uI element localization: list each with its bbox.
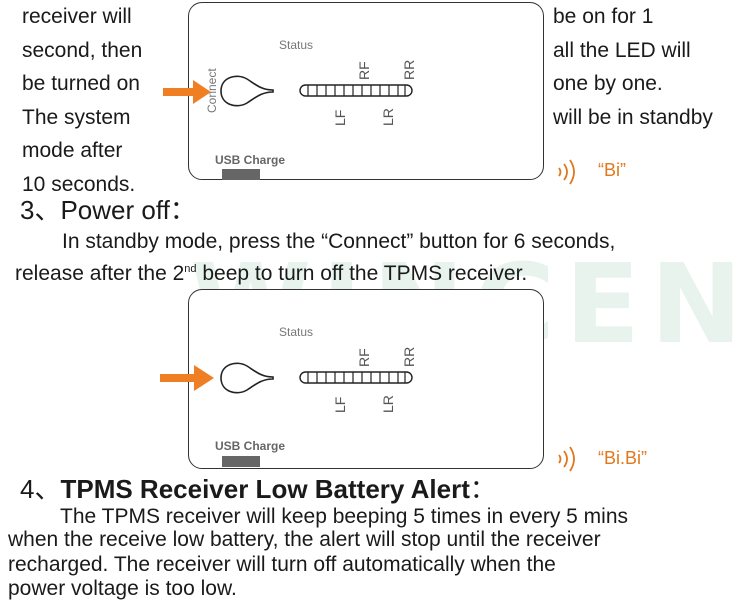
led-label-rr: RR: [401, 59, 417, 80]
usb-charge-label: USB Charge: [215, 439, 286, 453]
status-label: Status: [279, 325, 314, 339]
section3-line2-pre: release after the 2: [15, 262, 185, 285]
section4-para-line: power voltage is too low.: [8, 577, 237, 600]
receiver-diagram-1: Status Connect LF RF LR RR USB Charge: [188, 2, 544, 180]
led-label-lr: LR: [380, 395, 396, 413]
led-label-rf: RF: [356, 348, 372, 367]
section4-heading: 4、TPMS Receiver Low Battery Alert：: [20, 474, 496, 504]
right-line: be on for 1: [553, 5, 654, 28]
sound-wave-icon: [558, 446, 575, 472]
connect-button-icon: [220, 75, 274, 107]
section3-line1: In standby mode, press the “Connect” but…: [62, 230, 616, 253]
led-label-rf: RF: [356, 61, 372, 80]
section4-para-line: recharged. The receiver will turn off au…: [8, 553, 556, 576]
led-label-lf: LF: [332, 109, 348, 126]
section4-para-line: when the receive low battery, the alert …: [8, 528, 601, 551]
left-line: mode after: [22, 139, 123, 162]
led-label-lf: LF: [332, 396, 348, 413]
section4-heading-colon: ：: [469, 474, 496, 504]
sound-wave-icon: [558, 159, 575, 185]
right-line: one by one.: [553, 72, 663, 95]
left-line: second, then: [22, 38, 143, 62]
arrow-right-icon: [160, 365, 214, 391]
led-bar: [299, 84, 413, 97]
right-column-text: be on for 1 all the LED will one by one.…: [553, 0, 713, 134]
left-line: 10 seconds.: [22, 172, 136, 196]
receiver-diagram-2: Status LF RF LR RR USB Charge: [188, 289, 544, 469]
right-line: all the LED will: [553, 38, 691, 62]
connect-button-icon: [220, 362, 274, 394]
section3-line2-post: beep to turn off the TPMS receiver.: [196, 262, 528, 285]
sound-label-bi: “Bi”: [598, 160, 626, 180]
status-label: Status: [279, 38, 314, 52]
section3-line2: release after the 2nd beep to turn off t…: [15, 262, 527, 286]
left-line: be turned on: [22, 72, 140, 95]
arrow-right-icon: [163, 80, 211, 104]
led-label-lr: LR: [380, 108, 396, 126]
led-label-rr: RR: [401, 346, 417, 367]
left-column-text: receiver will second, then be turned on …: [22, 0, 142, 201]
led-bar: [299, 371, 413, 384]
section3-line2-sup: nd: [184, 263, 197, 275]
sound-label-bibi: “Bi.Bi”: [598, 448, 647, 468]
usb-port: [222, 456, 260, 467]
right-line: will be in standby: [553, 105, 713, 129]
left-line: receiver will: [22, 5, 132, 28]
left-line: The system: [22, 105, 131, 129]
usb-charge-label: USB Charge: [215, 153, 286, 167]
section4-heading-number: 4、: [20, 474, 61, 504]
section3-heading: 3、Power off：: [20, 195, 196, 225]
section4-para-line: The TPMS receiver will keep beeping 5 ti…: [60, 505, 629, 528]
section4-heading-title: TPMS Receiver Low Battery Alert: [60, 474, 470, 504]
usb-port: [222, 169, 260, 180]
